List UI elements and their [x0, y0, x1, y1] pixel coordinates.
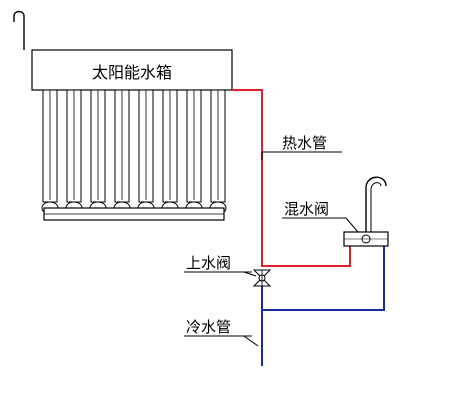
tank-label: 太阳能水箱 — [92, 63, 172, 82]
hot-pipe-label: 热水管 — [282, 134, 327, 152]
collector-tubes — [41, 89, 227, 215]
cold-water-branch — [262, 246, 385, 311]
cold-pipe-leader — [243, 335, 259, 347]
cold-pipe-label: 冷水管 — [186, 318, 231, 336]
collector-tube — [137, 89, 155, 215]
mixing-valve-label: 混水阀 — [284, 200, 329, 218]
collector-tube — [65, 89, 83, 215]
hot-water-pipe — [232, 89, 351, 267]
collector-tube — [185, 89, 203, 215]
solar-tank — [31, 49, 233, 91]
vent-pipe — [13, 10, 25, 50]
collector-tube — [161, 89, 179, 215]
inlet-valve-label: 上水阀 — [186, 254, 231, 272]
collector-tube — [113, 89, 131, 215]
collector-tube — [41, 89, 59, 215]
inlet-valve — [252, 269, 272, 287]
inlet-valve-leader — [243, 271, 257, 277]
collector-tube — [89, 89, 107, 215]
mixing-valve-leader — [345, 217, 359, 233]
mixing-valve — [343, 176, 389, 247]
collector-tube — [209, 89, 227, 215]
